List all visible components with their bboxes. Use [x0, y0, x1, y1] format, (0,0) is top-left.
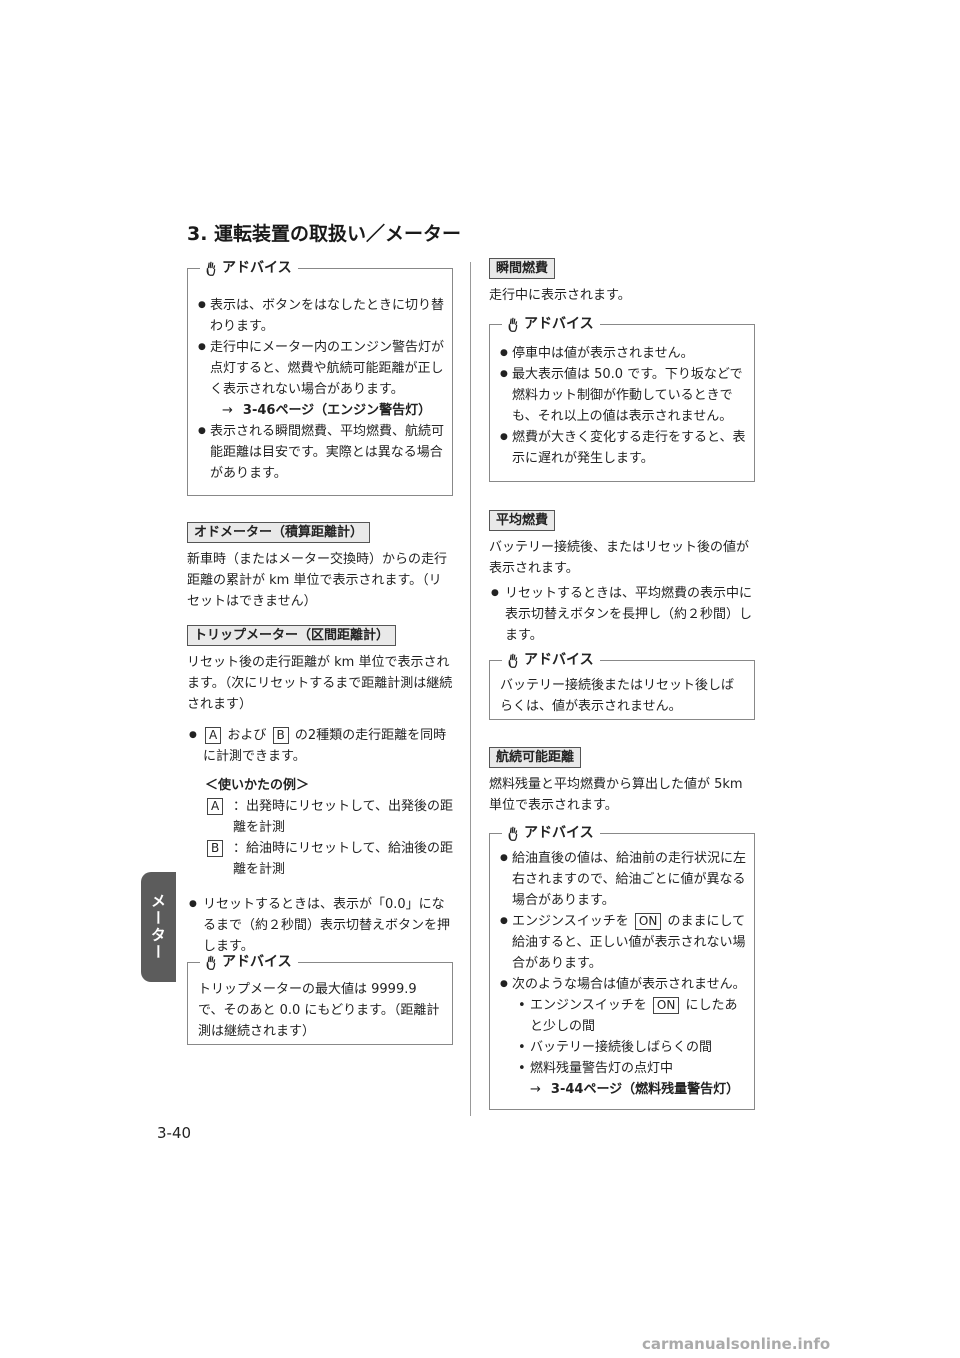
column-divider [470, 262, 471, 1116]
instant-text: 走行中に表示されます。 [489, 288, 631, 303]
list-item: 次のような場合は値が表示されません。 エンジンスイッチを ON にしたあと少しの… [500, 974, 746, 1100]
tripmeter-bullet-2: リセットするときは、表示が「0.0」になるまで（約２秒間）表示切替えボタンを押し… [187, 894, 453, 957]
advice-header: アドバイス [502, 314, 600, 335]
list-item: 停車中は値が表示されません。 [500, 343, 746, 364]
advice-header: アドバイス [200, 258, 298, 279]
tripmeter-heading: トリップメーター（区間距離計） [187, 625, 397, 646]
instant-section: 瞬間燃費 走行中に表示されます。 [489, 257, 755, 306]
tripmeter-section: トリップメーター（区間距離計） リセット後の走行距離が km 単位で表示されます… [187, 624, 453, 957]
advice-box-3: アドバイス 停車中は値が表示されません。 最大表示値は 50.0 です。下り坂な… [489, 314, 755, 482]
key-b: B [272, 727, 289, 744]
key-a: A [205, 727, 222, 744]
footer-watermark: carmanualsonline.info [642, 1335, 831, 1353]
example-title: ＜使いかたの例＞ [205, 778, 310, 793]
advice-box-2: アドバイス トリップメーターの最大値は 9999.9 で、そのあと 0.0 にも… [187, 952, 453, 1045]
key-a: A [207, 798, 224, 815]
reference-link: →3-46ページ（エンジン警告灯） [222, 403, 432, 418]
usage-example: ＜使いかたの例＞ A ：出発時にリセットして、出発後の距離を計測 B ：給油時に… [187, 775, 453, 880]
range-heading: 航続可能距離 [489, 747, 582, 768]
list-item: 表示は、ボタンをはなしたときに切り替わります。 [198, 295, 444, 337]
advice-text: バッテリー接続後またはリセット後しばらくは、値が表示されません。 [500, 678, 735, 714]
advice-header: アドバイス [502, 823, 600, 844]
hand-icon [508, 653, 518, 668]
sub-item: バッテリー接続後しばらくの間 [518, 1037, 746, 1058]
range-text: 燃料残量と平均燃費から算出した値が 5km単位で表示されます。 [489, 777, 743, 813]
reference-link: →3-44ページ（燃料残量警告灯） [530, 1082, 740, 1097]
list-item: エンジンスイッチを ON のままにして給油すると、正しい値が表示されない場合があ… [500, 911, 746, 974]
advice-header: アドバイス [502, 650, 600, 671]
advice-box-1: アドバイス 表示は、ボタンをはなしたときに切り替わります。 走行中にメーター内の… [187, 258, 453, 496]
list-item: 走行中にメーター内のエンジン警告灯が点灯すると、燃費や航続可能距離が正しく表示さ… [198, 337, 444, 421]
advice-label: アドバイス [524, 316, 594, 332]
advice-header: アドバイス [200, 952, 298, 973]
advice-label: アドバイス [524, 652, 594, 668]
side-tab: メーター [141, 872, 176, 982]
average-heading: 平均燃費 [489, 510, 556, 531]
hand-icon [206, 261, 216, 276]
hand-icon [508, 317, 518, 332]
tripmeter-text: リセット後の走行距離が km 単位で表示されます。（次にリセットするまで距離計測… [187, 655, 453, 712]
key-b: B [207, 840, 224, 857]
advice-label: アドバイス [222, 954, 292, 970]
sub-item: エンジンスイッチを ON にしたあと少しの間 [518, 995, 746, 1037]
tripmeter-bullet-1: A および B の2種類の走行距離を同時に計測できます。 [187, 725, 453, 767]
advice-label: アドバイス [524, 825, 594, 841]
list-item: 表示される瞬間燃費、平均燃費、航続可能距離は目安です。実際とは異なる場合がありま… [198, 421, 444, 484]
list-item: 給油直後の値は、給油前の走行状況に左右されますので、給油ごとに値が異なる場合があ… [500, 848, 746, 911]
hand-icon [206, 955, 216, 970]
advice-box-5: アドバイス 給油直後の値は、給油前の走行状況に左右されますので、給油ごとに値が異… [489, 823, 755, 1110]
odometer-text: 新車時（またはメーター交換時）からの走行距離の累計が km 単位で表示されます。… [187, 552, 448, 609]
advice-text: トリップメーターの最大値は 9999.9 で、そのあと 0.0 にもどります。（… [198, 982, 440, 1039]
odometer-heading: オドメーター（積算距離計） [187, 522, 371, 543]
example-a: A ：出発時にリセットして、出発後の距離を計測 [205, 796, 453, 838]
list-item: 燃費が大きく変化する走行をすると、表示に遅れが発生します。 [500, 427, 746, 469]
advice-box-4: アドバイス バッテリー接続後またはリセット後しばらくは、値が表示されません。 [489, 650, 755, 720]
average-text: バッテリー接続後、またはリセット後の値が表示されます。 [489, 540, 750, 576]
hand-icon [508, 826, 518, 841]
page-number: 3-40 [157, 1124, 192, 1142]
on-key: ON [652, 997, 680, 1014]
page-title: 3. 運転装置の取扱い／メーター [187, 223, 462, 245]
list-item: 最大表示値は 50.0 です。下り坂などで燃料カット制御が作動しているときでも、… [500, 364, 746, 427]
on-key: ON [634, 913, 662, 930]
range-section: 航続可能距離 燃料残量と平均燃費から算出した値が 5km単位で表示されます。 [489, 746, 755, 816]
advice-label: アドバイス [222, 260, 292, 276]
sub-item: 燃料残量警告灯の点灯中 [518, 1058, 746, 1079]
instant-heading: 瞬間燃費 [489, 258, 556, 279]
average-bullet: リセットするときは、平均燃費の表示中に表示切替えボタンを長押し（約２秒間）します… [489, 583, 755, 646]
example-b: B ：給油時にリセットして、給油後の距離を計測 [205, 838, 453, 880]
average-section: 平均燃費 バッテリー接続後、またはリセット後の値が表示されます。 リセットすると… [489, 509, 755, 646]
odometer-section: オドメーター（積算距離計） 新車時（またはメーター交換時）からの走行距離の累計が… [187, 521, 453, 612]
